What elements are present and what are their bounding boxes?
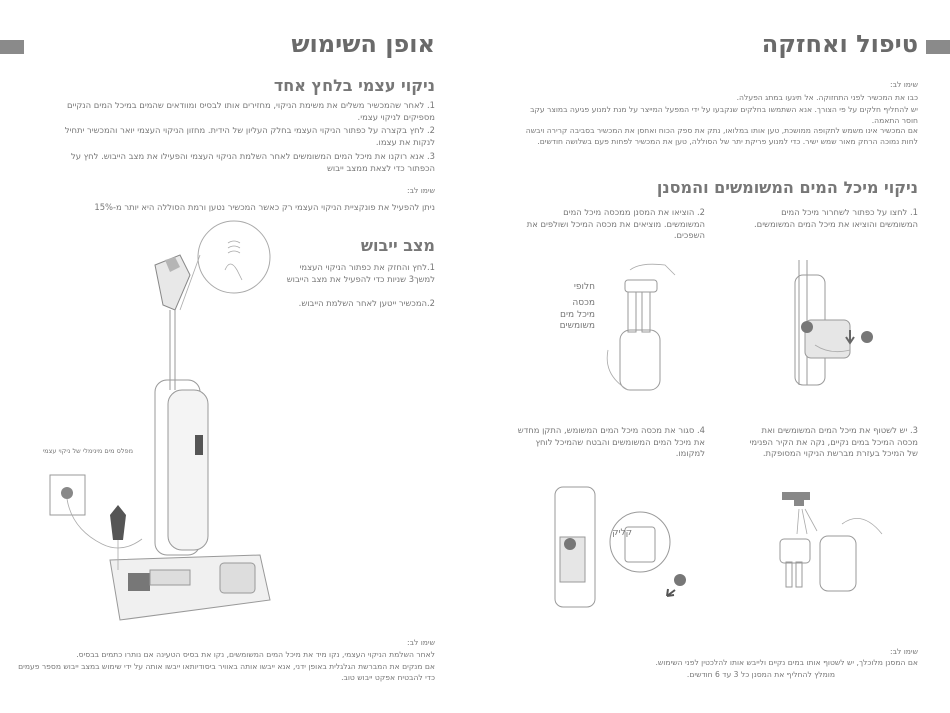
note-3: אם המכשיר אינו משמש לתקופה ממושכת, טען א… [525, 126, 918, 146]
label-float: חלופי [573, 282, 595, 292]
selfclean-item-3: 3. אנא רוקנו את מיכל המים המשומשים לאחר … [71, 151, 435, 173]
step4-illustration [554, 486, 686, 608]
section-title-tank: ניקוי מיכל המים המשומשים והמסנן [656, 178, 918, 197]
section-title-dry: מצב ייבוש [360, 236, 435, 255]
selfclean-note-label: שימו לב: [407, 186, 435, 195]
note-label: שימו לב: [890, 80, 918, 89]
dry-item-1: 1.לחץ והחזק את כפתור הניקוי העצמי למשך3 … [286, 262, 435, 284]
step-2: 2. הוציאו את המסנן ממכסה מיכל המים המשומ… [526, 207, 705, 240]
bottom-note-right-1: אם המסנן מלוכלך, יש לשטוף אותו במים נקיי… [655, 658, 919, 667]
note-1: כבו את המכשיר לפני התחזוקה. אל תיגעו במת… [736, 93, 918, 102]
step-1: 1. לחצו על כפתור לשחרור מיכל המים המשומש… [753, 207, 918, 229]
bottom-note-left-2: אם מנקים את המברשת הגלגלית באופן ידני, א… [18, 662, 435, 682]
step3-illustration [779, 492, 883, 592]
label-click: קליק [612, 528, 632, 538]
label-cover: מכסה [572, 298, 595, 308]
selfclean-note: ניתן להפעיל את פונקציית הניקוי העצמי רק … [94, 202, 435, 212]
page-title-right: טיפול ואחזקה [761, 30, 918, 58]
step1-illustration [794, 260, 873, 386]
bottom-note-label-right: שימו לב: [890, 647, 918, 656]
section-title-selfclean: ניקוי עצמי בלחץ אחד [273, 76, 435, 95]
section-bar-right [926, 40, 950, 54]
bottom-note-right-2: מומלץ להחליף את המסנן כל 3 עד 6 חודשים. [686, 670, 835, 679]
label-min-water-level: מפלס מים מינימלי של ניקוי עצמי [42, 447, 133, 455]
vacuum-illustration [49, 220, 271, 621]
bottom-note-label-left: שימו לב: [407, 638, 435, 647]
label-tank: מיכל מים משומשים [559, 310, 595, 331]
page-title-left: אופן השימוש [291, 30, 435, 58]
note-2: יש להחליף חלקים על פי הצורך. אנא השתמשו … [530, 105, 918, 125]
step2-illustration [606, 263, 676, 391]
bottom-note-left-1: לאחר השלמת הניקוי העצמי, נקו מיד את מיכל… [76, 650, 435, 659]
dry-item-2: 2.המכשיר ייטען לאחר השלמת הייבוש. [298, 298, 435, 308]
step-3: 3. יש לשטוף את מיכל המים המשומשים ואת מכ… [749, 425, 918, 458]
step-4: 4. סגור את מכסה מיכל המים המשומש, התקן מ… [517, 425, 705, 458]
section-bar-left [0, 40, 24, 54]
selfclean-item-1: 1. לאחר שהמכשיר משלים את משימת הניקוי, מ… [67, 100, 435, 122]
selfclean-item-2: 2. לחץ בקצרה על כפתור הניקוי העצמי בחלק … [64, 125, 435, 147]
